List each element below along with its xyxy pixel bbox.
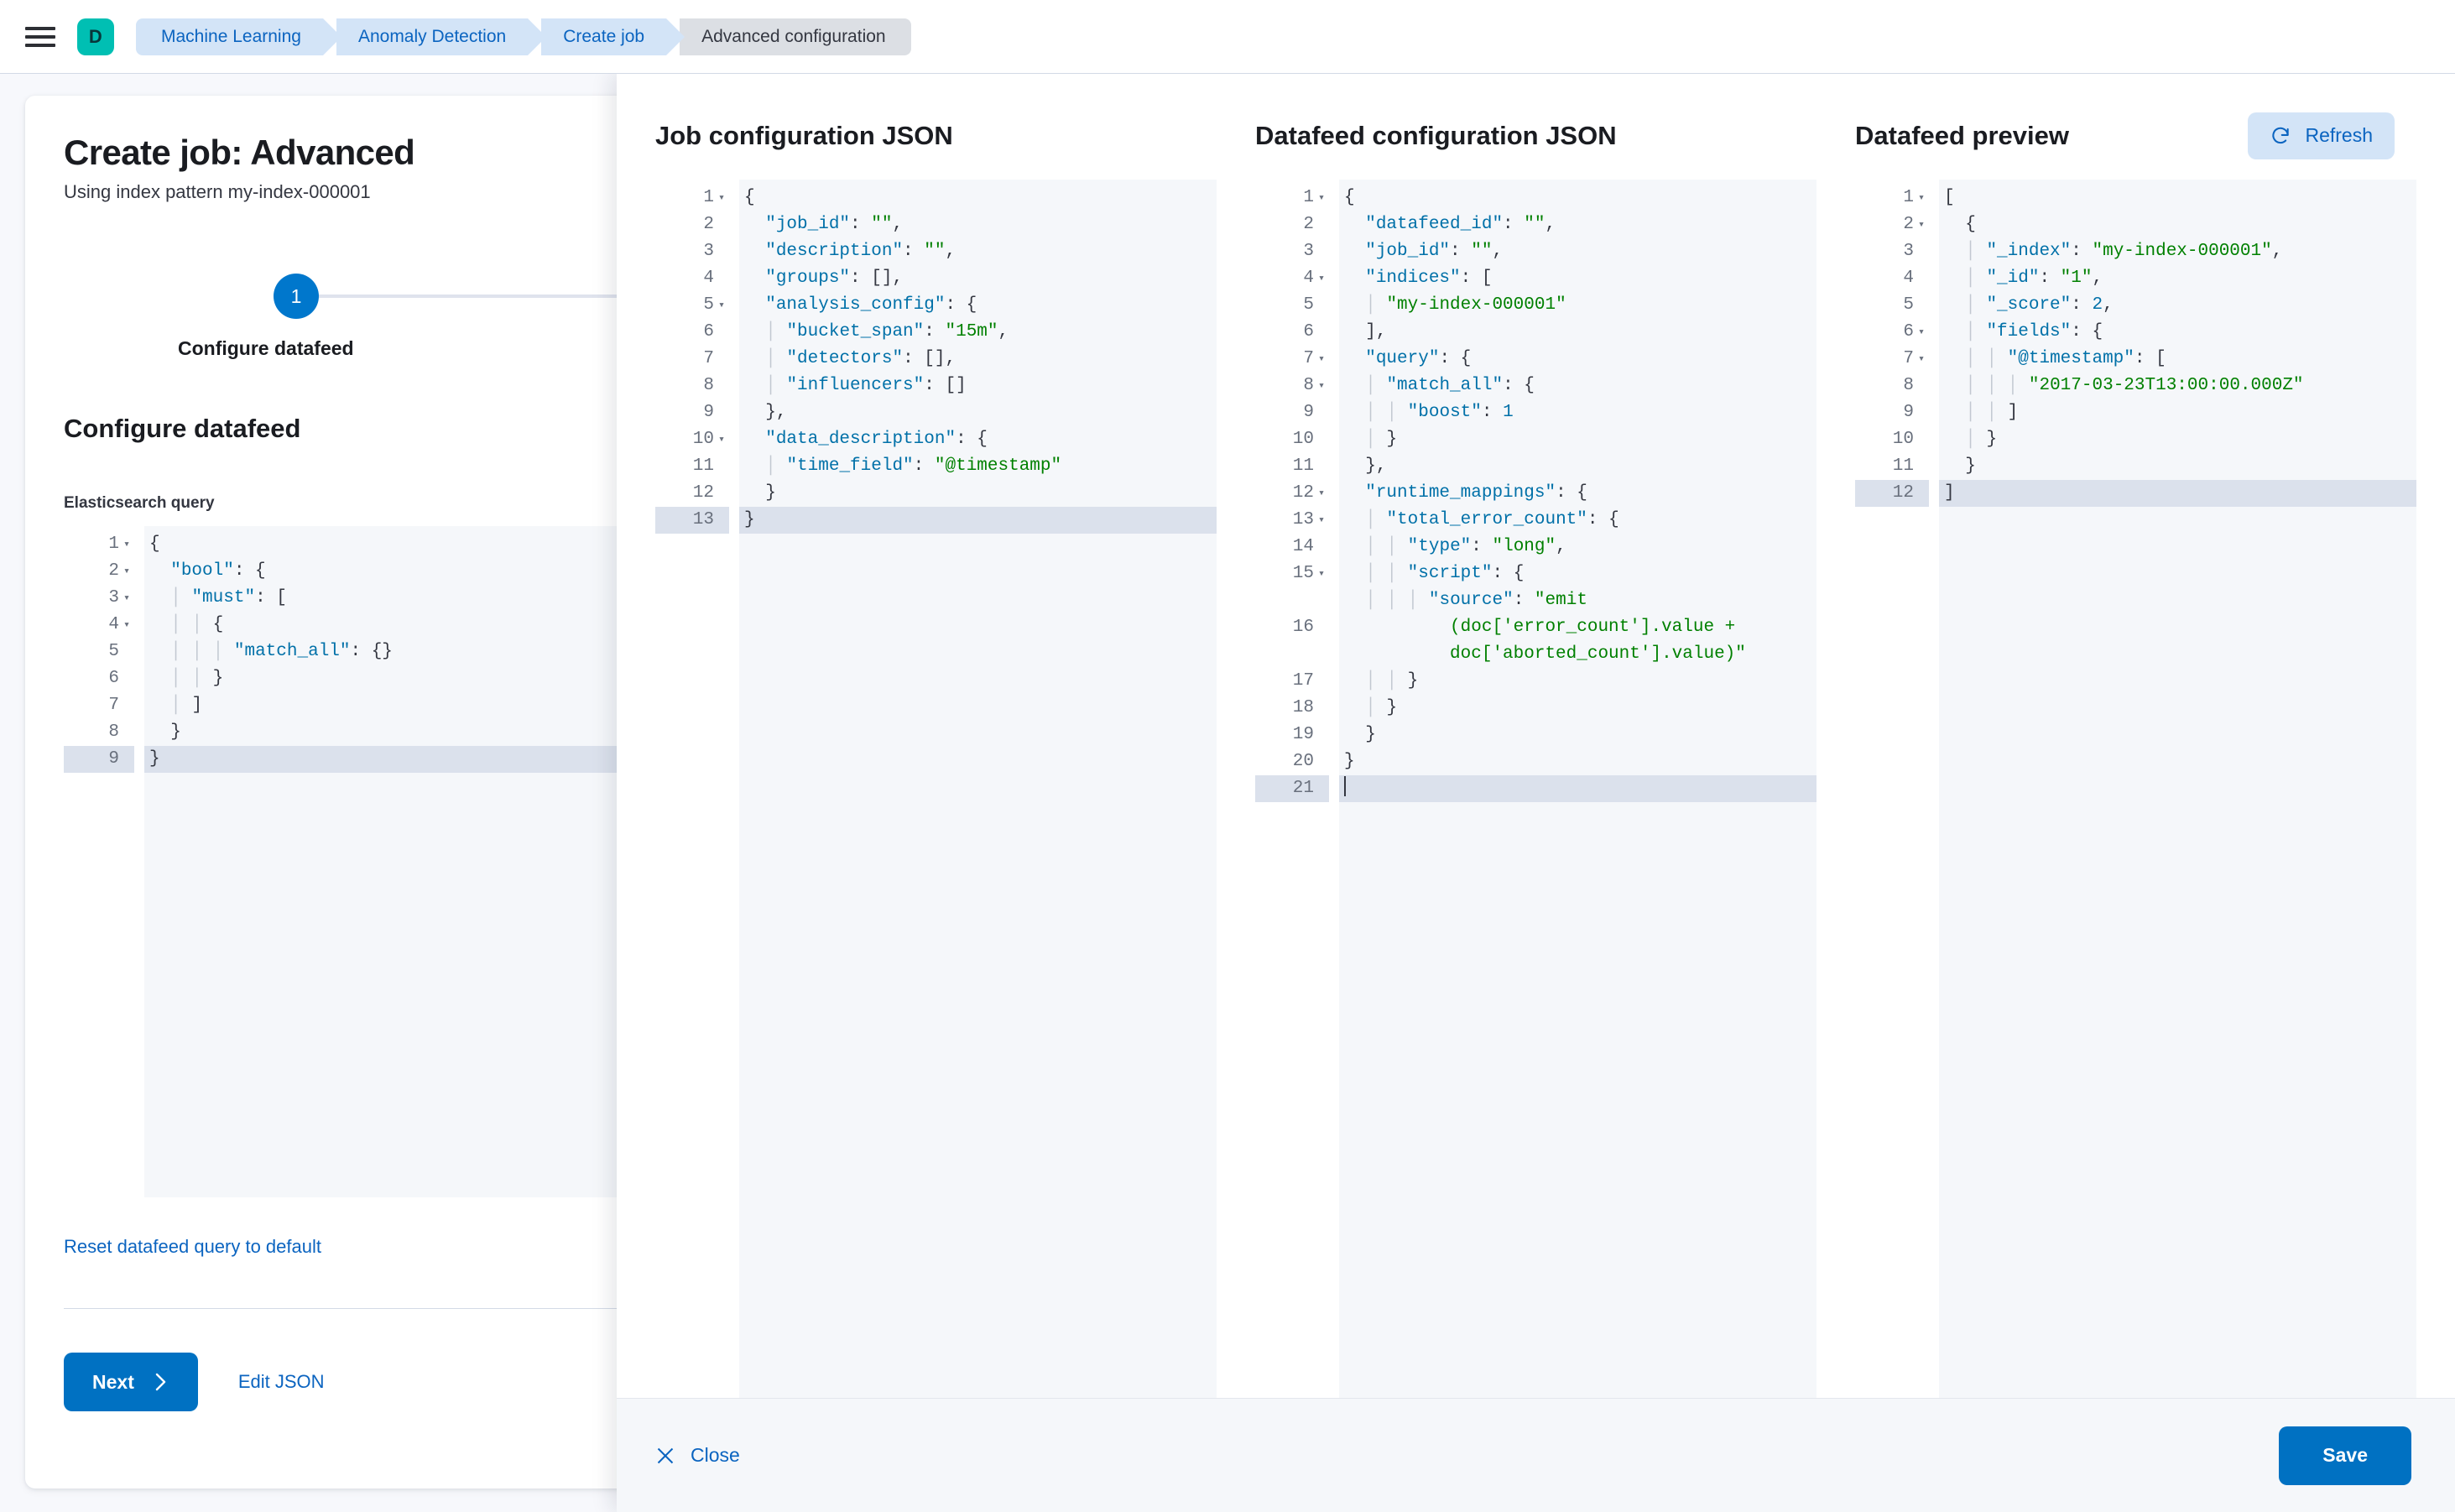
refresh-button-label: Refresh [2305, 124, 2373, 147]
wizard-card: Create job: Advanced Using index pattern… [25, 96, 621, 1489]
step-1-label: Configure datafeed [178, 337, 354, 359]
wizard-actions: Next Edit JSON [64, 1353, 621, 1411]
breadcrumb-item-advanced-configuration[interactable]: Advanced configuration [680, 18, 911, 55]
chevron-right-icon [155, 1373, 166, 1391]
editor-content[interactable]: { "datafeed_id": "", "job_id": "", "indi… [1339, 180, 1816, 1398]
elasticsearch-query-label: Elasticsearch query [64, 494, 215, 512]
breadcrumb: Machine Learning Anomaly Detection Creat… [136, 18, 911, 55]
column-header: Job configuration JSON [655, 111, 1217, 161]
section-title: Configure datafeed [64, 414, 301, 443]
hamburger-bar [25, 43, 55, 47]
next-button-label: Next [92, 1370, 134, 1393]
column-header: Datafeed configuration JSON [1255, 111, 1816, 161]
close-button[interactable]: Close [655, 1444, 740, 1467]
save-button[interactable]: Save [2279, 1426, 2411, 1485]
hamburger-bar [25, 34, 55, 39]
editor-content[interactable]: { "job_id": "", "description": "", "grou… [739, 180, 1217, 1398]
page-subtitle: Using index pattern my-index-000001 [64, 181, 371, 202]
job-configuration-json-title: Job configuration JSON [655, 120, 953, 150]
step-1-circle[interactable]: 1 [274, 274, 319, 319]
wizard-page: Create job: Advanced Using index pattern… [0, 74, 621, 1512]
step-connector-line [319, 295, 621, 298]
breadcrumb-item-create-job[interactable]: Create job [541, 18, 685, 55]
hamburger-icon[interactable] [25, 24, 55, 50]
refresh-button[interactable]: Refresh [2248, 112, 2395, 159]
divider [64, 1308, 621, 1309]
avatar[interactable]: D [77, 18, 114, 55]
hamburger-bar [25, 26, 55, 30]
flyout-footer: Close Save [617, 1398, 2455, 1512]
edit-json-link[interactable]: Edit JSON [237, 1371, 325, 1392]
breadcrumb-item-machine-learning[interactable]: Machine Learning [136, 18, 341, 55]
breadcrumb-item-anomaly-detection[interactable]: Anomaly Detection [336, 18, 547, 55]
reset-datafeed-query-link[interactable]: Reset datafeed query to default [64, 1236, 321, 1257]
datafeed-preview-title: Datafeed preview [1855, 120, 2069, 150]
next-button[interactable]: Next [64, 1353, 198, 1411]
datafeed-configuration-json-title: Datafeed configuration JSON [1255, 120, 1617, 150]
close-button-label: Close [691, 1444, 740, 1466]
page-title: Create job: Advanced [64, 133, 415, 172]
refresh-icon [2272, 127, 2290, 143]
top-chrome-bar: D Machine Learning Anomaly Detection Cre… [0, 0, 2455, 74]
wizard-stepper: 1 [64, 274, 621, 319]
close-icon [655, 1446, 675, 1466]
column-header: Datafeed preview Refresh [1855, 111, 2416, 161]
editor-content[interactable]: [ { │ "_index": "my-index-000001", │ "_i… [1939, 180, 2416, 1398]
editor-content[interactable]: { "bool": { │ "must": [ │ │ { │ │ │ "mat… [144, 526, 621, 1197]
